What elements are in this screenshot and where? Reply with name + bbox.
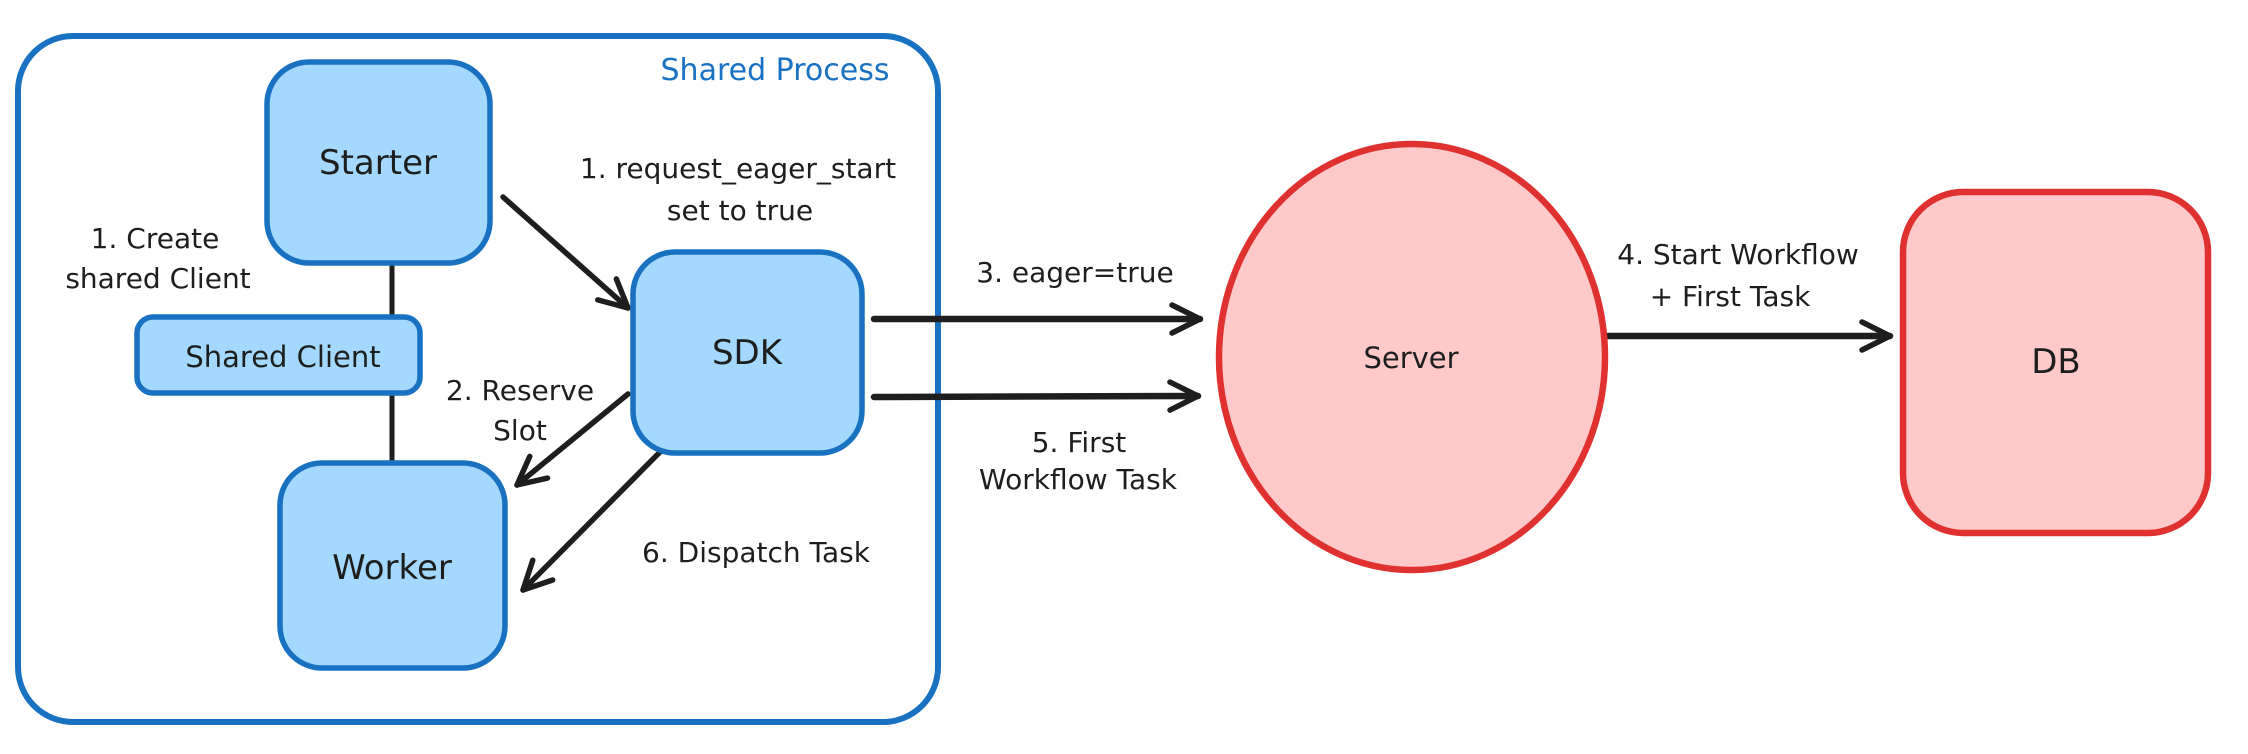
starter-box xyxy=(264,59,493,266)
server-circle xyxy=(1215,140,1609,574)
db-box xyxy=(1899,188,2212,537)
arrow-request-eager-start xyxy=(500,194,631,311)
annotation-first-workflow-task: 5. First Workflow Task xyxy=(979,426,1178,496)
worker-node: Worker xyxy=(277,460,508,671)
annotation-line: 3. eager=true xyxy=(976,256,1173,289)
annotation-reserve-slot: 2. Reserve Slot xyxy=(446,374,594,447)
annotation-line: set to true xyxy=(667,194,813,227)
annotation-line: 1. request_eager_start xyxy=(580,152,896,185)
annotation-line: shared Client xyxy=(65,262,250,295)
worker-label: Worker xyxy=(332,548,452,588)
annotation-line: 1. Create xyxy=(91,222,220,255)
annotation-line: 4. Start Workflow xyxy=(1617,238,1859,271)
sdk-label: SDK xyxy=(712,333,784,373)
worker-box xyxy=(277,460,508,671)
db-label: DB xyxy=(2031,342,2081,382)
shared-process-title: Shared Process xyxy=(661,53,890,88)
shared-client-node: Shared Client xyxy=(134,314,423,396)
server-node: Server xyxy=(1215,140,1609,574)
annotation-line: Slot xyxy=(493,414,547,447)
arrow-reserve-slot xyxy=(514,391,631,488)
starter-node: Starter xyxy=(264,59,493,266)
annotation-line: + First Task xyxy=(1650,280,1811,313)
sdk-node: SDK xyxy=(630,249,865,456)
annotation-dispatch-task: 6. Dispatch Task xyxy=(642,536,871,569)
shared-process-container xyxy=(15,33,941,725)
annotation-request-eager-start: 1. request_eager_start set to true xyxy=(580,152,896,227)
arrow-first-workflow-task xyxy=(870,379,1202,413)
annotation-create-shared-client: 1. Create shared Client xyxy=(65,222,250,295)
shared-client-box xyxy=(134,314,423,396)
server-label: Server xyxy=(1363,341,1458,375)
annotation-eager-true: 3. eager=true xyxy=(976,256,1173,289)
sdk-box xyxy=(630,249,865,456)
arrow-dispatch-task xyxy=(520,449,663,593)
shared-client-label: Shared Client xyxy=(185,340,380,374)
annotation-start-workflow: 4. Start Workflow + First Task xyxy=(1617,238,1859,313)
starter-label: Starter xyxy=(319,143,437,183)
db-node: DB xyxy=(1899,188,2212,537)
annotation-line: 6. Dispatch Task xyxy=(642,536,871,569)
annotation-line: 2. Reserve xyxy=(446,374,594,407)
annotation-line: 5. First xyxy=(1032,426,1127,459)
annotation-line: Workflow Task xyxy=(979,463,1178,496)
